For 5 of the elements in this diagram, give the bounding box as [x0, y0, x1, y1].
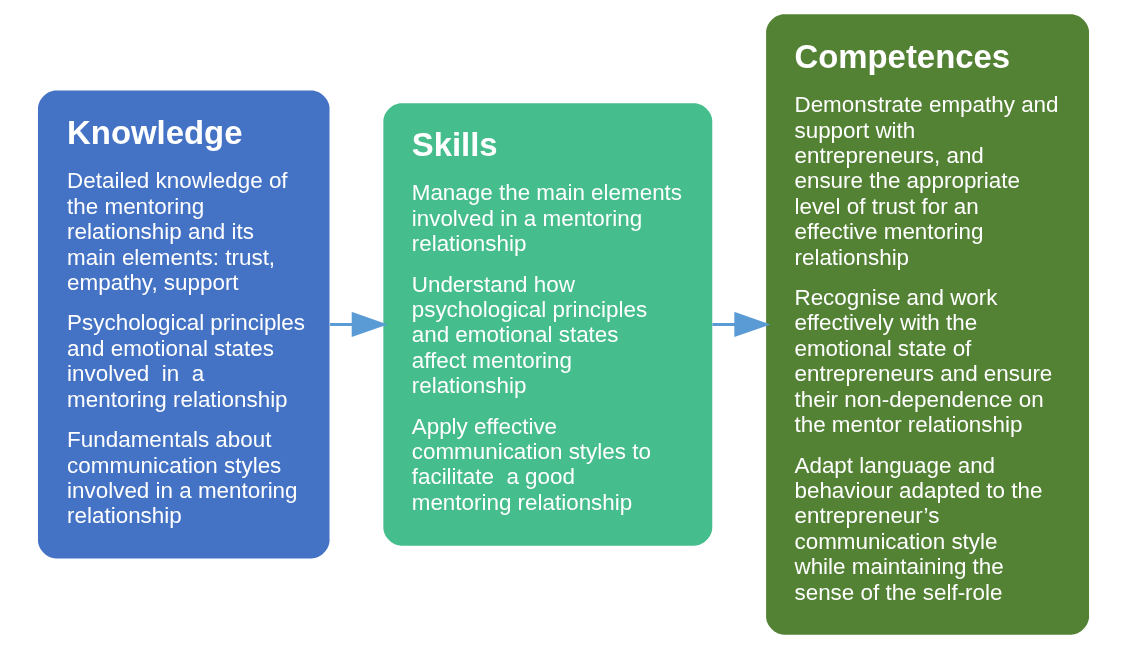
arrow [711, 311, 770, 338]
node-box: Knowledge Detailed knowledge of the mentoring relationship and its main elements: trust, empathy, support Psychological principles and emotional states involved in a mentoring relationship Fundamentals about communication styles involved in a mentoring relationship [37, 90, 329, 559]
arrow [329, 311, 388, 338]
node-box: Skills Manage the main elements involved in a mentoring relationship Understand how psychological principles and emotional states affect mentoring relationship Apply effective communication styles to facilitate a good mentoring relationship [382, 103, 712, 546]
node-box: Competences Demonstrate empathy and support with entrepreneurs, and ensure the appropriate level of trust for an effective mentoring relationship Recognise and work effectively with the emotional state of entrepreneurs and ensure their non-dependence on the mentor relationship Adapt language and behaviour adapted to the entrepreneur’s communication style while maintaining the sense of the self-role [765, 14, 1089, 635]
